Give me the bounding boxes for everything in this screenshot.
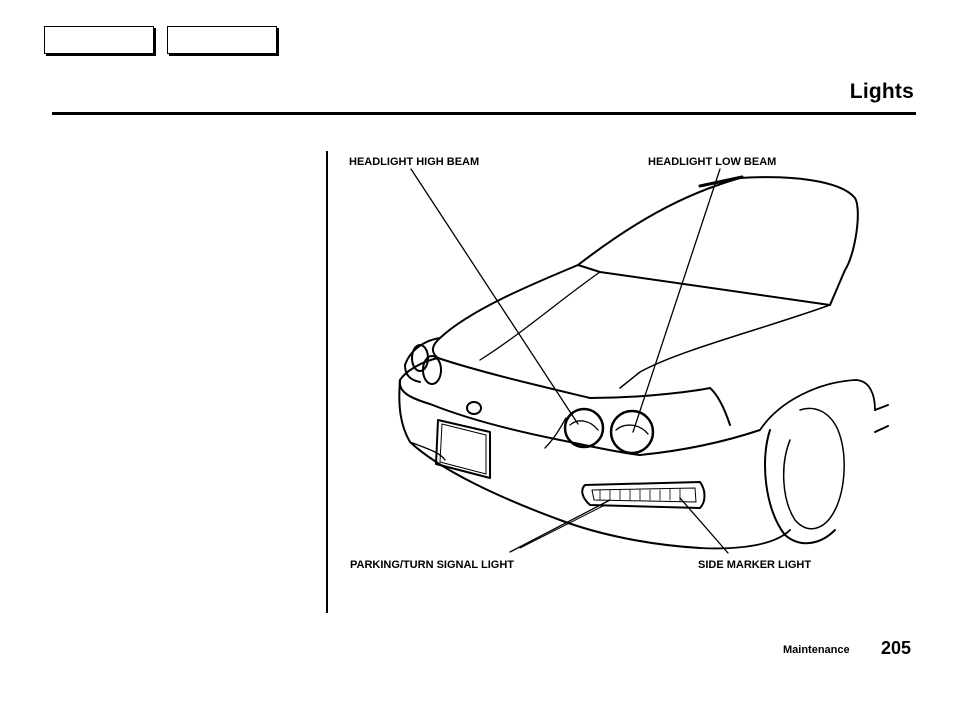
callout-side-marker-light: SIDE MARKER LIGHT	[698, 559, 812, 571]
page-title: Lights	[849, 80, 914, 103]
page-number: 205	[881, 638, 912, 658]
callout-headlight-low-beam: HEADLIGHT LOW BEAM	[648, 156, 777, 168]
callout-parking-turn-signal-light: PARKING/TURN SIGNAL LIGHT	[350, 559, 514, 571]
footer-section-name: Maintenance	[783, 644, 850, 656]
title-divider	[52, 112, 916, 115]
car-front-illustration	[398, 168, 889, 554]
callout-headlight-high-beam: HEADLIGHT HIGH BEAM	[349, 156, 480, 168]
previous-page-button[interactable]	[44, 26, 154, 54]
column-divider	[326, 151, 328, 613]
next-page-button[interactable]	[167, 26, 277, 54]
